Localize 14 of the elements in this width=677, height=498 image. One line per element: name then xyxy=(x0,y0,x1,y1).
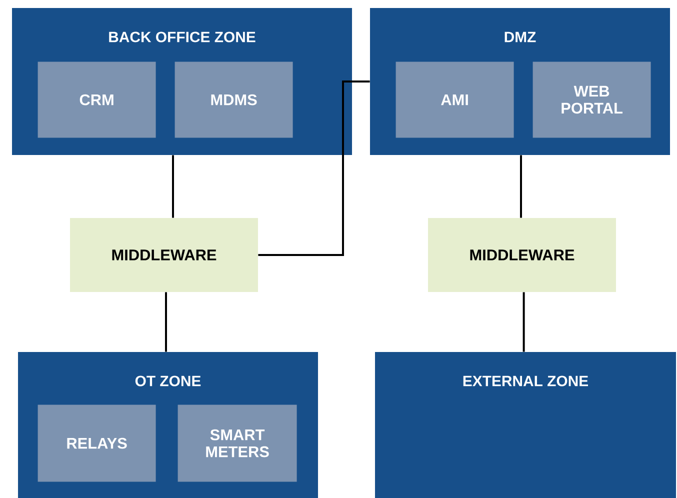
system-box: RELAYS xyxy=(38,404,156,482)
connector-line xyxy=(258,80,370,256)
connector-line xyxy=(165,292,167,352)
system-box: WEB PORTAL xyxy=(532,62,651,138)
system-box: SMART METERS xyxy=(178,404,297,482)
system-box: CRM xyxy=(38,62,156,138)
system-box: AMI xyxy=(396,62,514,138)
connector-line xyxy=(520,155,522,218)
middleware-box: MIDDLEWARE xyxy=(70,218,258,292)
zone-box: EXTERNAL ZONE xyxy=(375,352,676,498)
connector-line xyxy=(172,155,174,218)
system-box: MDMS xyxy=(174,62,293,138)
middleware-box: MIDDLEWARE xyxy=(428,218,616,292)
connector-line xyxy=(522,292,525,352)
